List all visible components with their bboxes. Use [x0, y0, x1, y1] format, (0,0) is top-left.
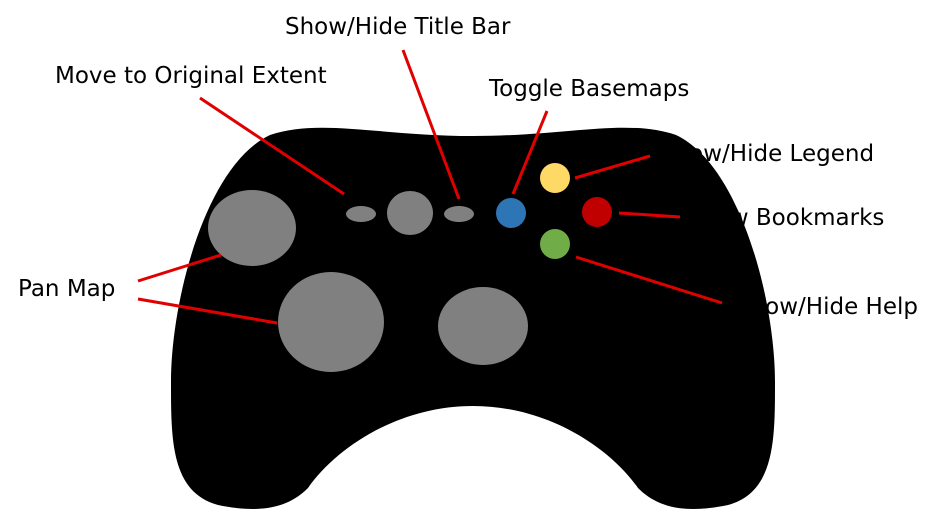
left-stick [208, 190, 296, 266]
label-move-to-original-extent: Move to Original Extent [55, 63, 327, 89]
label-show-hide-help: Show/Hide Help [736, 294, 918, 320]
label-view-bookmarks: View Bookmarks [694, 205, 885, 231]
leader-line-help [575, 255, 723, 305]
face-button-b [582, 197, 612, 227]
label-show-hide-legend: Show/Hide Legend [660, 141, 875, 167]
leader-line-title-bar [401, 49, 461, 200]
face-button-a [540, 229, 570, 259]
guide-button [387, 191, 433, 235]
leader-line-pan-map-upper [137, 253, 222, 283]
leader-line-bookmarks [618, 211, 681, 219]
right-stick [438, 287, 528, 365]
label-toggle-basemaps: Toggle Basemaps [489, 76, 690, 102]
leader-line-legend [574, 154, 651, 180]
leader-line-basemaps [511, 110, 549, 195]
start-button [444, 206, 474, 222]
d-pad [278, 272, 384, 372]
back-button [346, 206, 376, 222]
label-pan-map: Pan Map [18, 276, 116, 302]
face-button-x [496, 198, 526, 228]
label-show-hide-title-bar: Show/Hide Title Bar [285, 14, 511, 40]
leader-line-pan-map-lower [137, 297, 278, 325]
face-button-y [540, 163, 570, 193]
leader-line-original-extent [199, 96, 345, 196]
